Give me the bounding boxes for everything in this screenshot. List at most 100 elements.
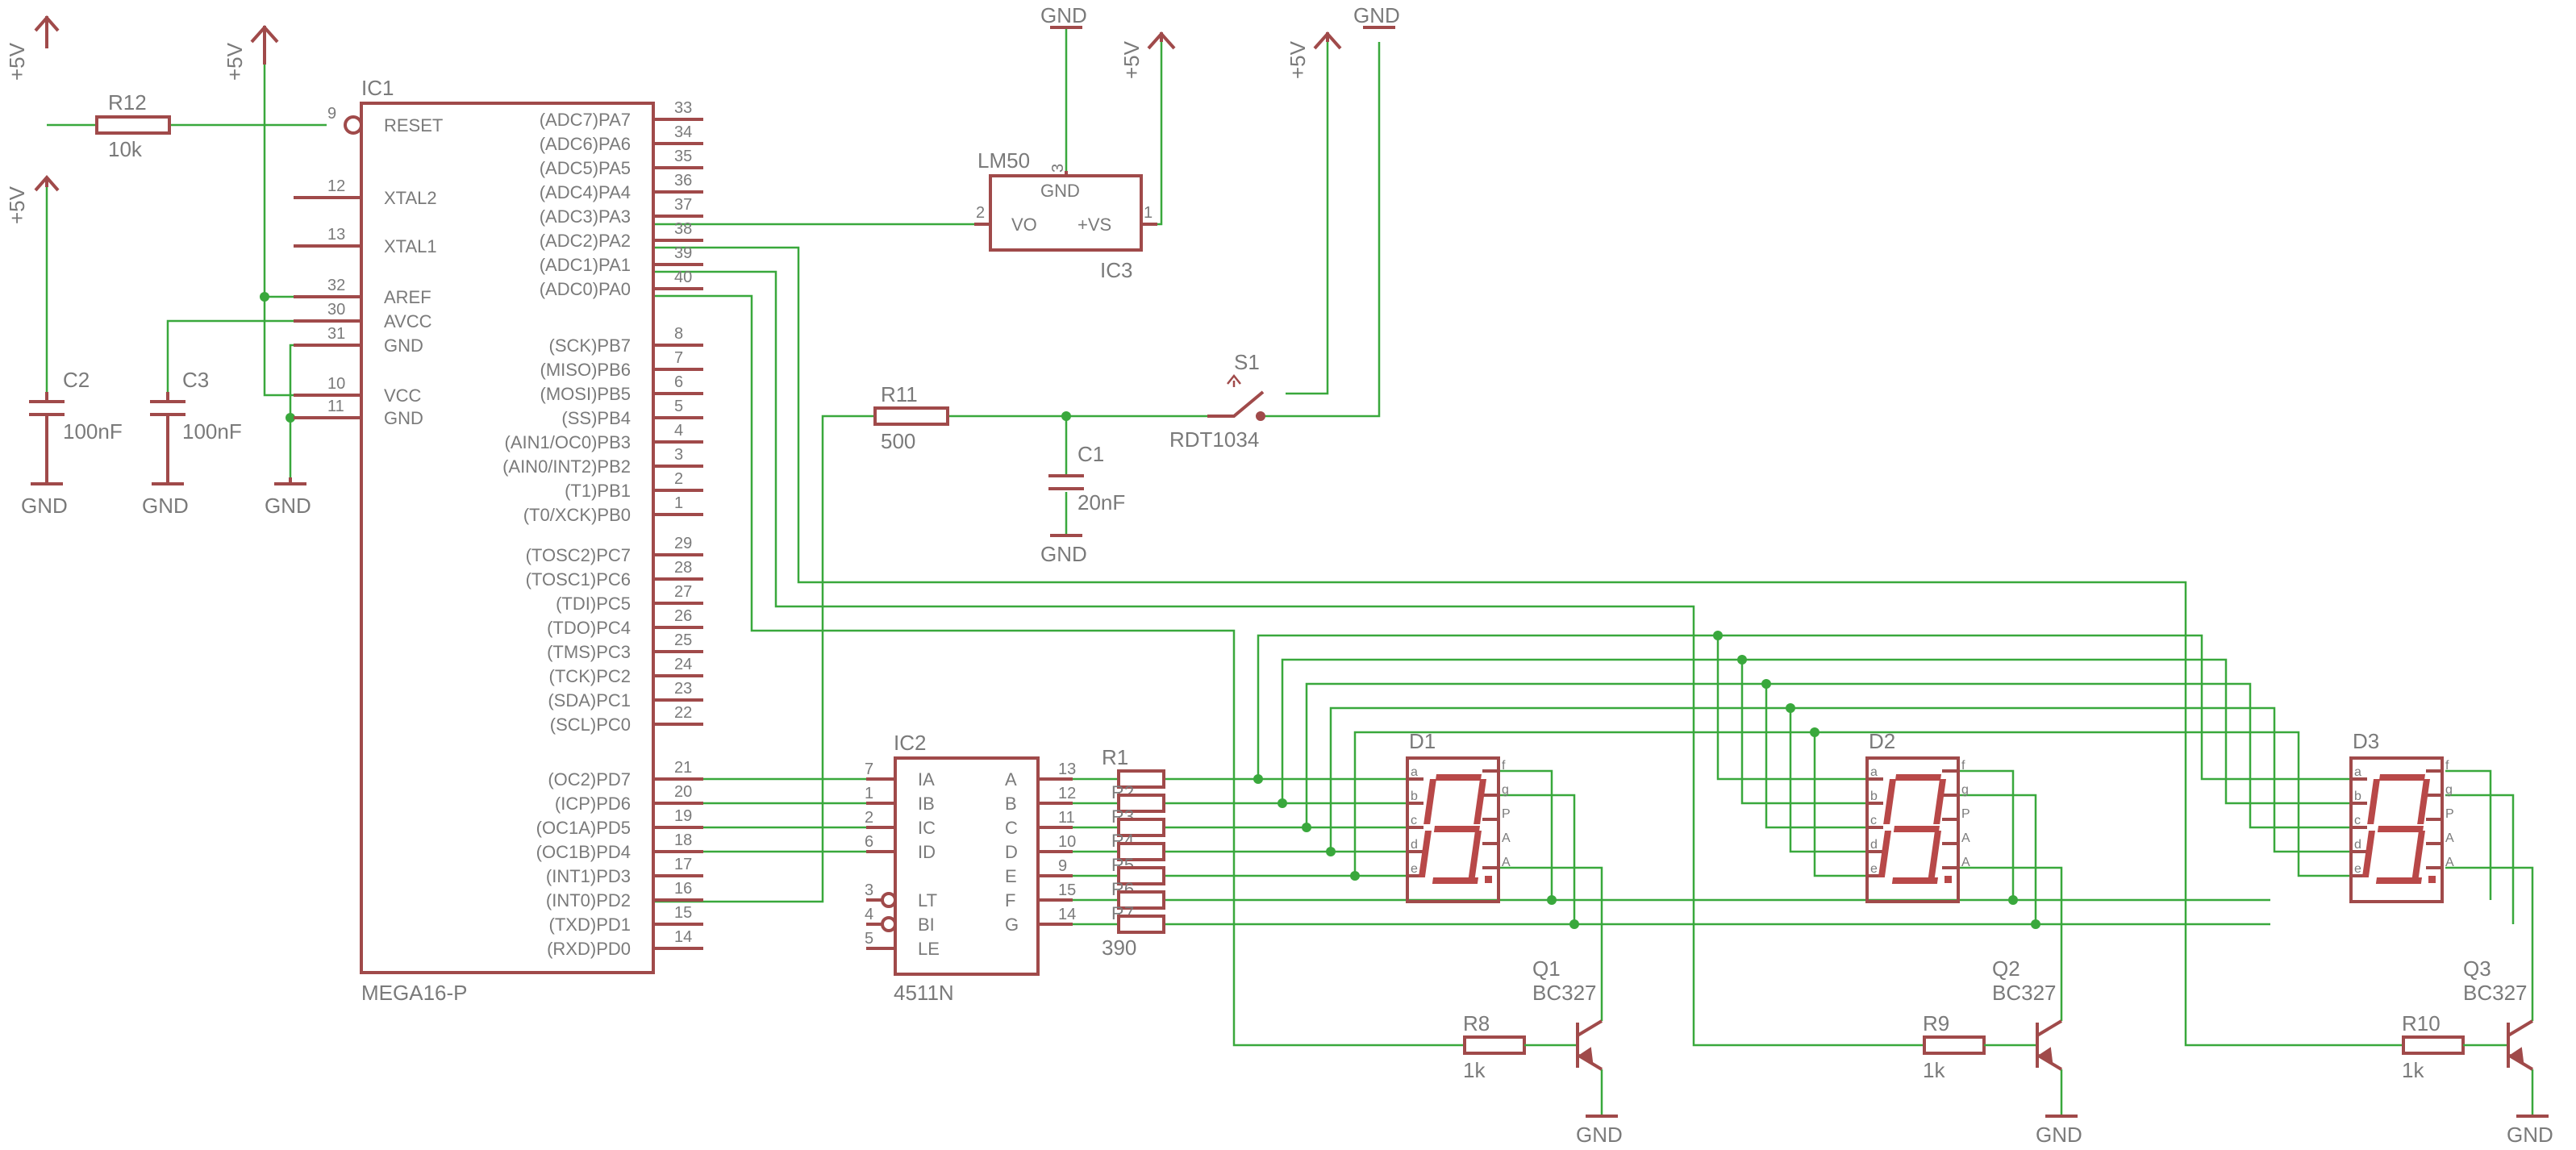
ic1-pin-number: 3 — [674, 446, 683, 464]
ic1-pin-number: 22 — [674, 704, 692, 722]
ic2-pin-number: 7 — [865, 760, 873, 778]
ic1-pin-name: (TXD)PD1 — [549, 915, 631, 935]
ic1-pin-name: (INT0)PD2 — [546, 890, 631, 910]
display-segment — [1418, 831, 1432, 877]
display-pin-right: A — [1961, 831, 1970, 845]
svg-text:GND: GND — [2036, 1123, 2082, 1147]
display-segment — [2361, 831, 2375, 877]
ic1-pin-number: 35 — [674, 148, 692, 165]
svg-text:R12: R12 — [108, 90, 147, 115]
ic2-pin-name: LT — [918, 890, 937, 910]
ic1-pin-number: 34 — [674, 123, 692, 141]
display-segment — [2377, 826, 2424, 832]
ic1-pin-number: 38 — [674, 220, 692, 238]
ic3-lm50: LM50 IC3 GND VO +VS 3 2 1 — [974, 148, 1157, 282]
display-segment — [1883, 779, 1896, 824]
ic1-pin-name: (ADC1)PA1 — [540, 255, 631, 275]
display-pin-left: e — [2354, 862, 2361, 876]
ic2-pin-number: 1 — [865, 785, 873, 802]
ic1-pin-number: 23 — [674, 680, 692, 698]
network-resistor — [1117, 866, 1165, 885]
ic1-pin-number: 17 — [674, 856, 692, 873]
display-segment — [2375, 877, 2422, 884]
ic1-pin-number: 5 — [674, 398, 683, 415]
ic2-pin-number: 11 — [1058, 809, 1075, 827]
display-pin-right: A — [1502, 831, 1511, 845]
display-segment — [1891, 877, 1938, 884]
ic1-pin-name: AREF — [384, 287, 431, 307]
svg-text:C3: C3 — [182, 368, 209, 392]
ic1-pin-number: 9 — [327, 105, 336, 123]
transistor-name: Q2 — [1992, 956, 2020, 981]
svg-text:GND: GND — [1040, 3, 1087, 27]
ic1-pin-name: (MISO)PB6 — [540, 360, 631, 380]
ic1-pin-number: 11 — [327, 398, 344, 415]
ic1-pin-name: (ADC4)PA4 — [540, 182, 631, 202]
base-resistor-value: 1k — [1463, 1058, 1486, 1082]
display-pin-left: d — [1870, 838, 1878, 852]
display-pin-left: e — [1411, 862, 1418, 876]
ic1-pin-name: AVCC — [384, 311, 432, 331]
display-name: D2 — [1869, 729, 1895, 753]
display-segment — [1893, 826, 1940, 832]
ic2-pin-name: G — [1005, 915, 1019, 935]
transistor-value: BC327 — [1992, 981, 2057, 1005]
plus5v-symbol-3: +5V — [5, 174, 60, 224]
transistor-leads — [1576, 1019, 1603, 1071]
emitter-arrow — [2039, 1047, 2053, 1063]
svg-text:GND: GND — [265, 494, 311, 518]
display-pin-right: f — [2445, 759, 2449, 773]
network-resistor — [1117, 769, 1165, 789]
ic2-pin-name: ID — [918, 842, 936, 862]
ic2-pin-number: 13 — [1058, 760, 1076, 778]
ic2-pin-name: E — [1005, 866, 1017, 886]
ic2-pin-number: 6 — [865, 833, 873, 851]
display-pin-right: P — [1961, 807, 1970, 821]
ic2-pin-name: F — [1005, 890, 1015, 910]
ic1-pin-number: 29 — [674, 535, 692, 552]
base-resistor-name: R10 — [2402, 1011, 2441, 1035]
display-pin-left: d — [2354, 838, 2361, 852]
svg-text:1: 1 — [1144, 204, 1153, 222]
emitter-arrow — [2510, 1047, 2524, 1063]
svg-text:+5V: +5V — [223, 42, 247, 81]
emitter-arrow — [1579, 1047, 1594, 1063]
display-pin-right: A — [2445, 831, 2454, 845]
display-pin-left: c — [1870, 814, 1877, 827]
display-segment — [1423, 779, 1436, 824]
svg-text:+5V: +5V — [5, 42, 29, 81]
gnd-symbol-c3: GND — [142, 482, 189, 518]
network-resistor — [1117, 890, 1165, 910]
ic1-pin-number: 12 — [327, 177, 345, 195]
svg-text:GND: GND — [1353, 3, 1400, 27]
display-segment — [2417, 779, 2430, 824]
base-resistor-value: 1k — [2402, 1058, 2424, 1082]
ic1-pin-number: 7 — [674, 349, 683, 367]
display-pin-right: g — [2445, 783, 2453, 797]
display-pin-right: A — [1961, 856, 1970, 869]
ic1-pin-name: (ADC3)PA3 — [540, 206, 631, 227]
transistor-value: BC327 — [1532, 981, 1597, 1005]
svg-text:+5V: +5V — [1286, 40, 1310, 79]
ic1-pin-number: 30 — [327, 301, 345, 319]
ic1-pin-name: (TDI)PC5 — [556, 594, 631, 614]
ic1-pin-number: 10 — [327, 375, 345, 393]
gnd-symbol-s1: GND — [1353, 3, 1400, 29]
svg-text:+VS: +VS — [1078, 215, 1111, 235]
svg-text:C2: C2 — [63, 368, 90, 392]
resistor-r12: R12 10k — [95, 90, 171, 161]
inversion-bubble — [881, 916, 897, 932]
svg-text:R1: R1 — [1102, 745, 1128, 769]
svg-text:VO: VO — [1011, 215, 1037, 235]
ic1-pin-number: 13 — [327, 226, 345, 244]
svg-text:10k: 10k — [108, 137, 143, 161]
ic1-pin-number: 4 — [674, 422, 683, 440]
display-segment — [1468, 831, 1482, 877]
display-decimal-point — [1945, 876, 1952, 883]
ic1-pin-number: 8 — [674, 325, 683, 343]
ic1-pin-number: 18 — [674, 831, 692, 849]
network-resistor — [1117, 818, 1165, 837]
